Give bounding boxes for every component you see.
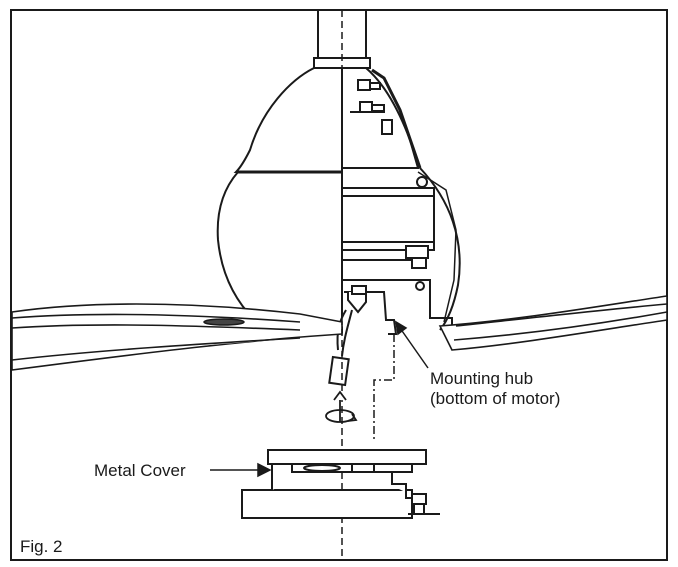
mounting-hub — [344, 285, 398, 335]
callout-metal-cover — [210, 462, 272, 478]
figure-border — [10, 9, 668, 561]
callout-mounting-hub — [394, 320, 429, 369]
motor-cutaway — [341, 79, 461, 348]
alignment-guide — [373, 334, 395, 440]
label-mounting-hub: Mounting hub — [430, 369, 533, 388]
fan-blade-right — [438, 295, 668, 351]
label-mounting-hub-sub: (bottom of motor) — [430, 389, 560, 408]
rotate-arrow-icon — [325, 390, 358, 423]
fan-blade-left — [11, 303, 343, 371]
metal-cover — [241, 449, 440, 519]
figure-caption: Fig. 2 — [20, 537, 63, 556]
label-metal-cover: Metal Cover — [94, 461, 186, 480]
upper-housing — [233, 67, 422, 173]
